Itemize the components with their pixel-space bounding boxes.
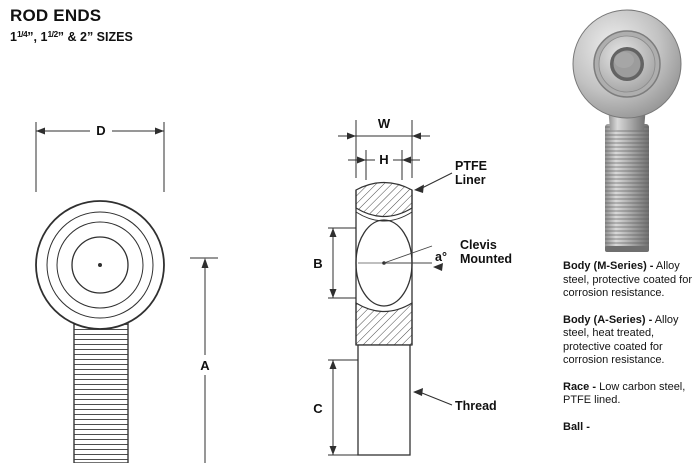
section-view-drawing: W H B C a° PTFE Liner <box>313 116 512 456</box>
note-heading: Race - <box>563 380 597 393</box>
note-heading: Body (A-Series) - <box>563 313 653 326</box>
product-photo <box>572 9 682 252</box>
section-body <box>355 181 413 456</box>
angle-label: a° <box>435 250 447 264</box>
note-ball-partial: Ball - <box>563 421 696 435</box>
section-shank <box>357 344 411 456</box>
clevis-label-line2: Mounted <box>460 252 512 266</box>
race-top-section <box>355 181 413 218</box>
dimension-w: W <box>338 116 430 178</box>
note-heading: Body (M-Series) - <box>563 260 654 272</box>
dimension-b: B <box>313 227 356 299</box>
clevis-label-line1: Clevis <box>460 238 497 252</box>
note-text: Alloy steel, heat treated, protective co… <box>563 313 679 367</box>
note-body-a-series: Body (A-Series) - Alloy steel, heat trea… <box>563 314 696 368</box>
dimension-a: A <box>190 257 218 463</box>
photo-head <box>572 9 682 119</box>
page-title: ROD ENDS <box>10 6 102 25</box>
front-head <box>35 200 165 330</box>
dim-b-label: B <box>313 256 322 271</box>
dimension-c: C <box>313 359 358 456</box>
race-bottom-section <box>355 301 413 346</box>
dimension-d: D <box>35 122 165 192</box>
dim-w-label: W <box>378 116 391 131</box>
dim-c-label: C <box>313 401 323 416</box>
dim-d-label: D <box>96 123 105 138</box>
ptfe-liner-label-line2: Liner <box>455 173 486 187</box>
ptfe-liner-arc <box>355 211 413 222</box>
ptfe-liner-label-line1: PTFE <box>455 159 487 173</box>
page-header: ROD ENDS 11/4”, 11/2” & 2” SIZES <box>10 6 133 44</box>
front-shank <box>73 321 129 463</box>
photo-shank <box>605 124 649 252</box>
size-1: 11/4”, <box>10 29 41 44</box>
clevis-mounted-callout: Clevis Mounted <box>460 238 512 266</box>
note-body-m-series: Body (M-Series) - Alloy steel, protectiv… <box>563 260 696 301</box>
front-view-drawing: D A <box>35 122 218 463</box>
size-2: 11/2” & 2” SIZES <box>40 29 133 44</box>
angle-callout: a° <box>383 245 447 271</box>
thread-label: Thread <box>455 399 497 413</box>
note-race: Race - Low carbon steel, PTFE lined. <box>563 381 696 408</box>
note-text: Low carbon steel, PTFE lined. <box>563 380 686 407</box>
ptfe-liner-callout: PTFE Liner <box>414 159 487 193</box>
dim-a-label: A <box>200 358 210 373</box>
page-subtitle: 11/4”, 11/2” & 2” SIZES <box>10 29 133 44</box>
note-heading: Ball - <box>563 420 590 433</box>
dimension-h: H <box>348 150 420 180</box>
material-notes: Body (M-Series) - Alloy steel, protectiv… <box>563 260 696 447</box>
thread-callout: Thread <box>413 388 497 413</box>
note-text: Alloy steel, protective coated for corro… <box>563 260 693 299</box>
dim-h-label: H <box>379 152 388 167</box>
